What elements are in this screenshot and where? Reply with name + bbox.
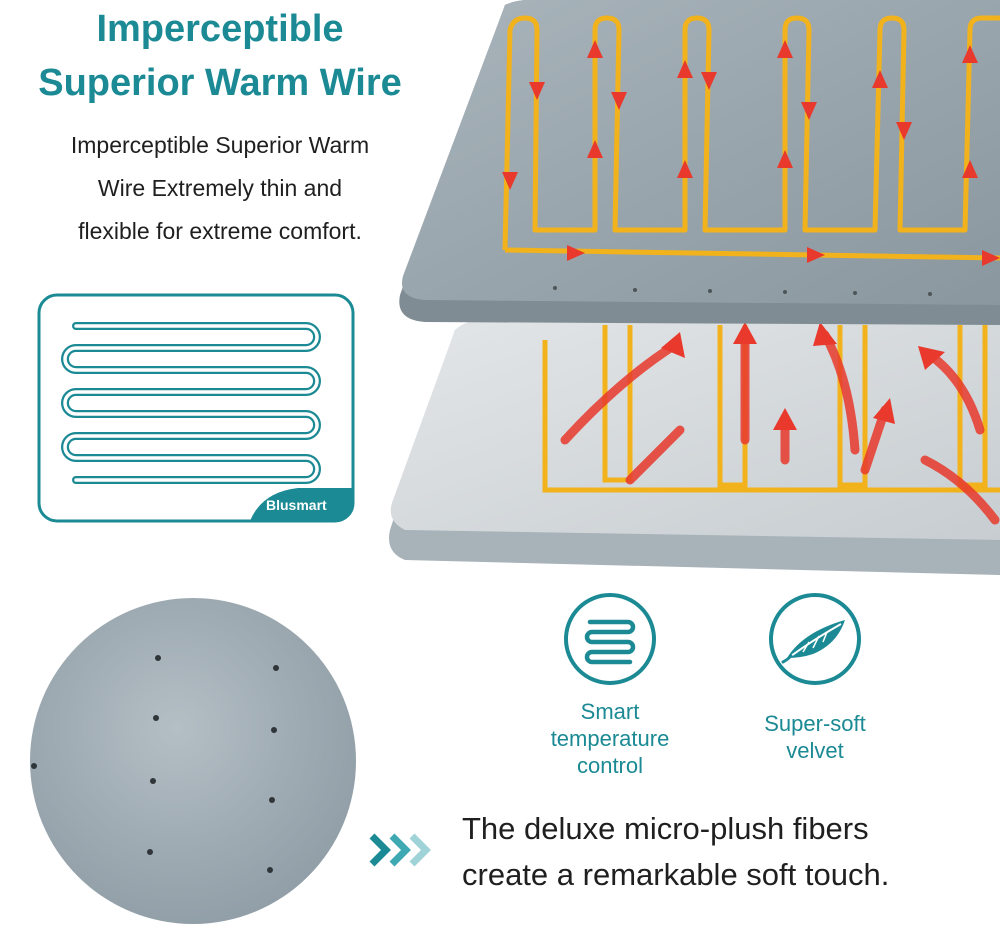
feature-smart-temperature: Smart temperature control [530, 592, 690, 792]
heating-wire-diagram: Blusmart [36, 292, 356, 524]
feather-icon [769, 593, 861, 685]
heating-coil-icon [564, 593, 656, 685]
heating-pad-illustration [385, 0, 1000, 575]
tagline-line-1: The deluxe micro-plush fibers [462, 811, 869, 846]
description-line-2: Wire Extremely thin and [97, 175, 343, 201]
feature-label-line-2: temperature [550, 726, 670, 751]
chevron-right-icon [368, 830, 438, 870]
description-line-3: flexible for extreme comfort. [78, 218, 362, 244]
feature-label-line-3: control [576, 753, 644, 778]
description-line-1: Imperceptible Superior Warm [70, 132, 370, 158]
feature-label-line-2: velvet [786, 738, 844, 763]
heating-wire-diagram-icon [37, 293, 355, 523]
fabric-closeup [28, 596, 358, 926]
feature-label-line-1: Super-soft [764, 711, 866, 736]
brand-logo: Blusmart [266, 497, 327, 513]
page-title-line-1: Imperceptible [96, 8, 344, 50]
page-title-line-2: Superior Warm Wire [38, 62, 402, 104]
feature-label-line-1: Smart [580, 699, 640, 724]
tagline-line-2: create a remarkable soft touch. [462, 857, 890, 892]
feature-super-soft-velvet: Super-soft velvet [735, 592, 895, 792]
